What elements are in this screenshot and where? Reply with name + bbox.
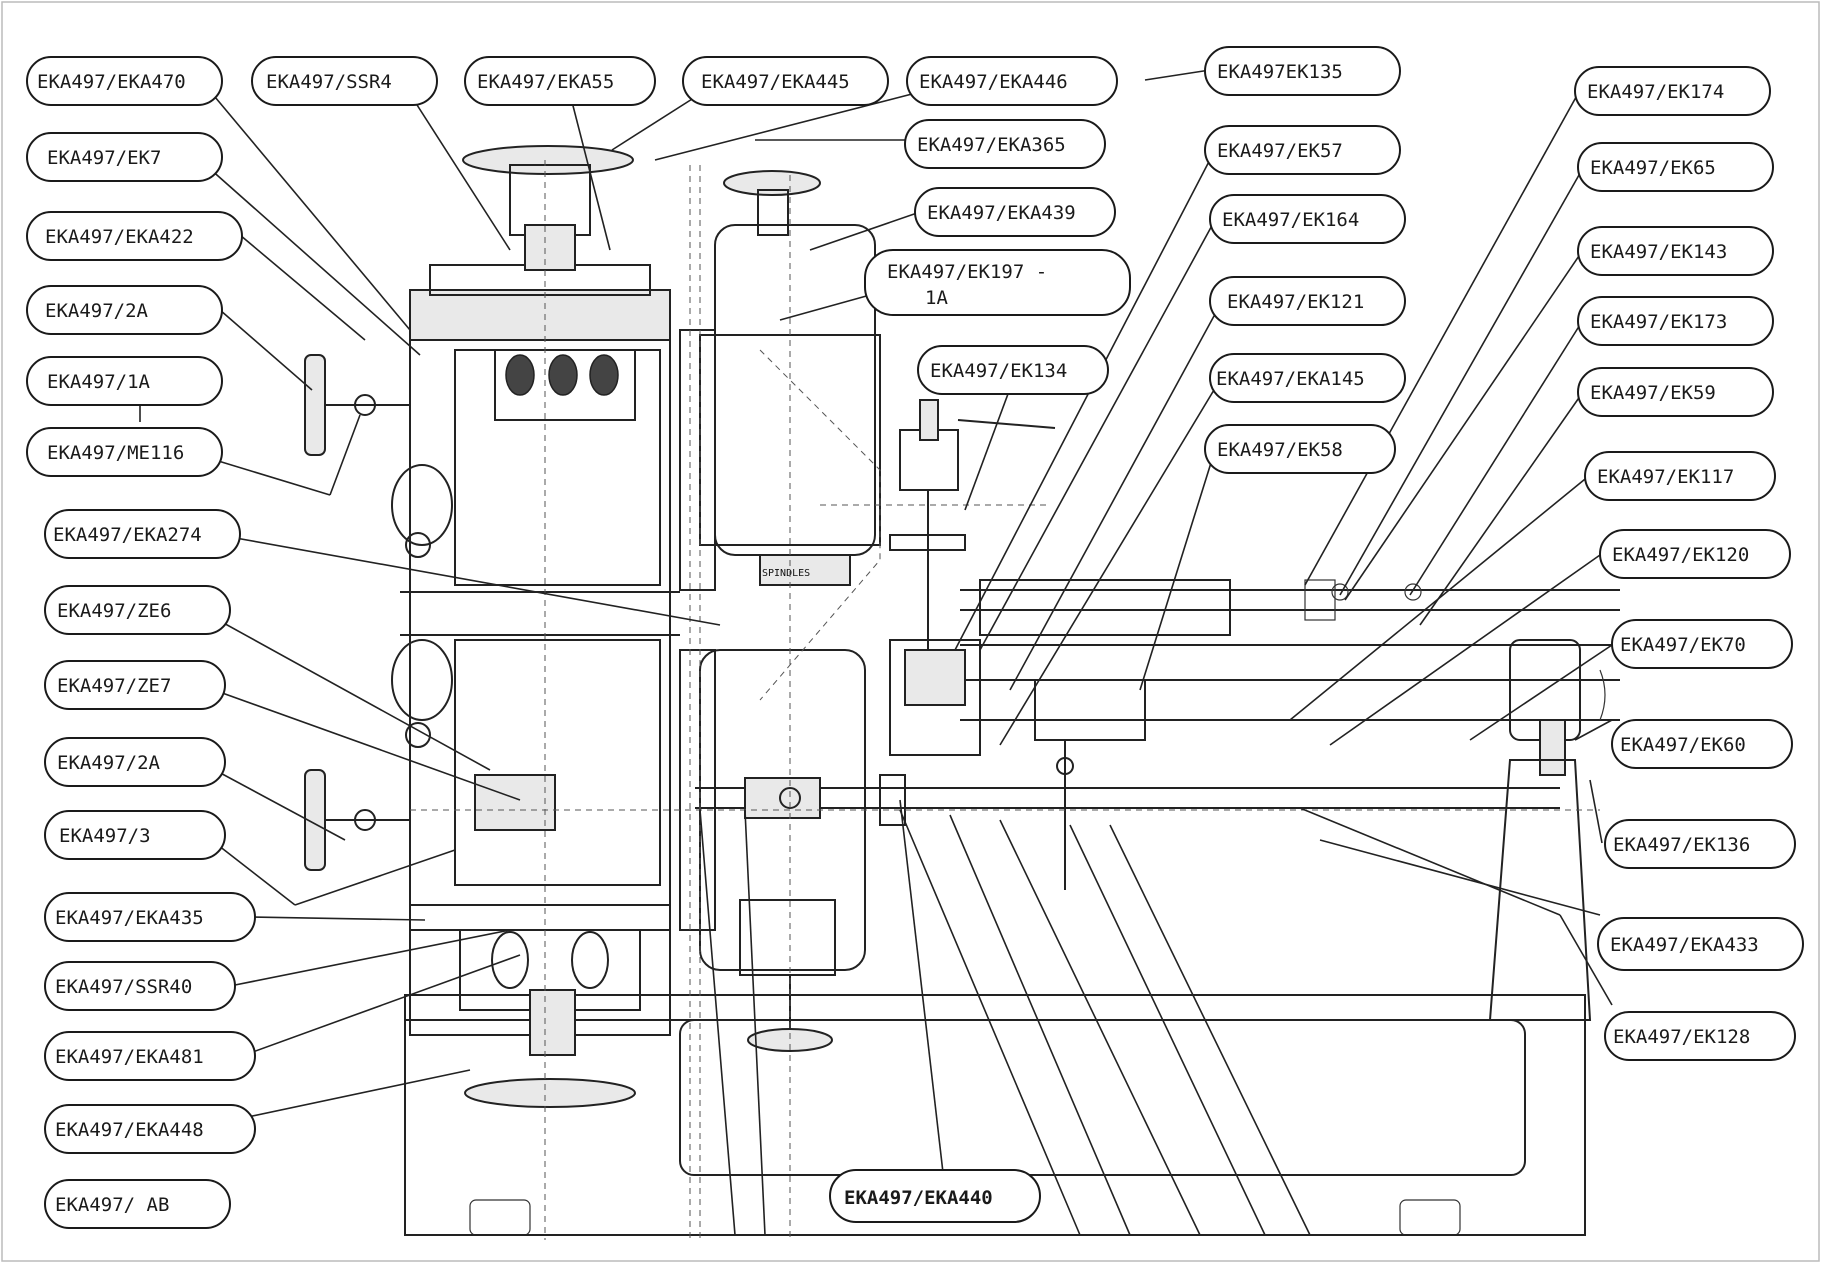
part-number: EKA497/EKA435 <box>55 907 204 929</box>
part-label: EKA497/EK128 <box>1604 1011 1796 1061</box>
part-label: EKA497/3 <box>44 810 226 860</box>
part-label: EKA497/2A <box>26 285 223 335</box>
part-number: EKA497EK135 <box>1217 61 1343 83</box>
part-number: EKA497/EK128 <box>1613 1026 1750 1048</box>
part-number: EKA497/EKA446 <box>919 71 1068 93</box>
part-label: EKA497/EK117 <box>1584 451 1776 501</box>
part-label: EKA497/EK174 <box>1574 66 1771 116</box>
part-number: EKA497/EK60 <box>1620 734 1746 756</box>
part-number: EKA497/EKA445 <box>701 71 850 93</box>
part-label: EKA497/EK58 <box>1204 424 1396 474</box>
part-label: EKA497/SSR4 <box>251 56 438 106</box>
part-label: EKA497/EKA422 <box>26 211 243 261</box>
part-label: EKA497/EKA435 <box>44 892 256 942</box>
part-number: EKA497/EKA422 <box>45 226 194 248</box>
part-number: EKA497/EK7 <box>47 147 161 169</box>
part-number: EKA497/ME116 <box>47 442 184 464</box>
part-number: EKA497/EK173 <box>1590 311 1727 333</box>
part-number: EKA497/EKA145 <box>1216 368 1365 390</box>
part-number: EKA497/EK136 <box>1613 834 1750 856</box>
part-label: EKA497/EK57 <box>1204 125 1401 175</box>
milling-machine-drawing: SPINDLES <box>304 145 1620 1240</box>
part-label: EKA497/EKA440 <box>829 1169 1041 1223</box>
part-number: EKA497/ZE6 <box>57 600 171 622</box>
part-label: EKA497/EKA433 <box>1597 917 1804 971</box>
part-label: EKA497/EKA446 <box>906 56 1118 106</box>
part-label: EKA497/EK120 <box>1599 529 1791 579</box>
part-number: EKA497/ZE7 <box>57 675 171 697</box>
part-number: EKA497/EK143 <box>1590 241 1727 263</box>
part-number: EKA497/2A <box>45 300 149 322</box>
part-label: EKA497/SSR40 <box>44 961 236 1011</box>
part-label: EKA497/EKA445 <box>682 56 889 106</box>
part-number: EKA497/SSR40 <box>55 976 192 998</box>
part-number: EKA497/EKA481 <box>55 1046 204 1068</box>
part-number: EKA497/EKA55 <box>477 71 614 93</box>
part-number: EKA497/EK197 - <box>887 261 1047 283</box>
part-label: EKA497/EK143 <box>1577 226 1774 276</box>
part-label: EKA497/EK7 <box>26 132 223 182</box>
part-label: EKA497/EK65 <box>1577 142 1774 192</box>
part-number: EKA497/EKA433 <box>1610 934 1759 956</box>
part-label: EKA497/EKA145 <box>1209 353 1406 403</box>
part-label: EKA497/EKA470 <box>26 56 223 106</box>
part-label: EKA497/ME116 <box>26 427 223 477</box>
part-number: EKA497/EK117 <box>1597 466 1734 488</box>
part-label: EKA497/EK197 - 1A <box>864 249 1131 316</box>
part-number: EKA497/EKA448 <box>55 1119 204 1141</box>
spindles-marking: SPINDLES <box>762 568 810 579</box>
part-label: EKA497/EK59 <box>1577 367 1774 417</box>
part-label: EKA497/EKA481 <box>44 1031 256 1081</box>
part-label: EKA497/EKA365 <box>904 119 1106 169</box>
part-label: EKA497/EKA439 <box>914 187 1116 237</box>
part-label: EKA497/2A <box>44 737 226 787</box>
part-label: EKA497/EK121 <box>1209 276 1406 326</box>
part-number: EKA497/SSR4 <box>266 71 392 93</box>
part-label: EKA497/EKA448 <box>44 1104 256 1154</box>
part-label: EKA497/ZE6 <box>44 585 231 635</box>
part-number: EKA497/EK59 <box>1590 382 1716 404</box>
part-number: EKA497/3 <box>59 825 151 847</box>
part-number: EKA497/ AB <box>55 1194 169 1216</box>
part-label: EKA497/EK70 <box>1611 619 1793 669</box>
part-label: EKA497/1A <box>26 356 223 406</box>
part-label: EKA497EK135 <box>1204 46 1401 96</box>
part-label: EKA497/ AB <box>44 1179 231 1229</box>
leader-lines <box>139 69 1613 1236</box>
part-number: EKA497/EK65 <box>1590 157 1716 179</box>
part-number: EKA497/EK174 <box>1587 81 1724 103</box>
part-number: EKA497/EK164 <box>1222 209 1359 231</box>
part-number: EKA497/2A <box>57 752 161 774</box>
part-number: EKA497/EK57 <box>1217 140 1343 162</box>
part-number: EKA497/EK120 <box>1612 544 1749 566</box>
part-number: EKA497/EK58 <box>1217 439 1343 461</box>
part-number: EKA497/EKA470 <box>37 71 186 93</box>
part-number: EKA497/EK121 <box>1227 291 1364 313</box>
part-number: EKA497/EKA365 <box>917 134 1066 156</box>
part-label: EKA497/EK60 <box>1611 719 1793 769</box>
part-label: EKA497/EK164 <box>1209 194 1406 244</box>
part-number: EKA497/1A <box>47 371 151 393</box>
part-label: EKA497/EKA55 <box>464 56 656 106</box>
part-label: EKA497/ZE7 <box>44 660 226 710</box>
part-number: EKA497/EKA439 <box>927 202 1076 224</box>
part-label: EKA497/EK173 <box>1577 296 1774 346</box>
part-number: EKA497/EK134 <box>930 360 1067 382</box>
part-number: EKA497/EK70 <box>1620 634 1746 656</box>
part-number: EKA497/EKA274 <box>53 524 202 546</box>
part-label: EKA497/EKA274 <box>44 509 241 559</box>
part-label: EKA497/EK136 <box>1604 819 1796 869</box>
part-number-suffix: 1A <box>925 287 948 309</box>
part-label: EKA497/EK134 <box>917 345 1109 395</box>
part-number: EKA497/EKA440 <box>844 1187 993 1209</box>
